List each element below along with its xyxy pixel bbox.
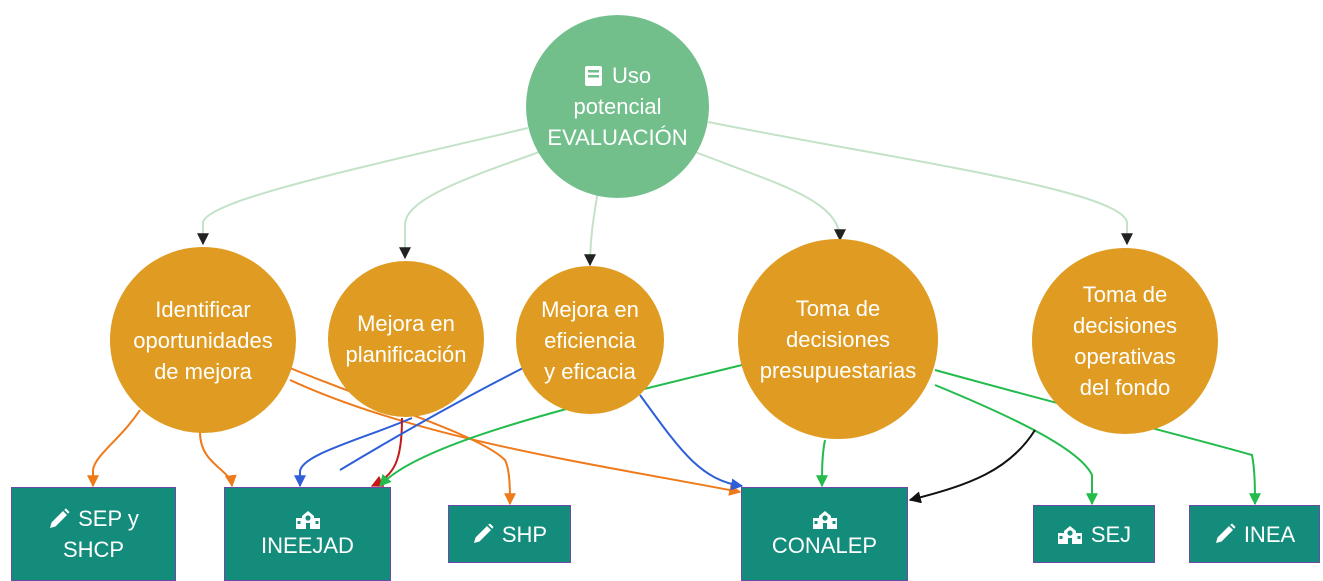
school-icon — [1057, 526, 1082, 544]
planificacion-line-1: Mejora en — [357, 311, 455, 336]
edge-planificacion-ineejad-blue — [294, 417, 413, 488]
node-identificar[interactable]: Identificar oportunidades de mejora — [110, 247, 296, 433]
edge-presupuestarias-conalep — [816, 439, 829, 488]
pencil-icon — [50, 508, 70, 528]
edge-root-operativas — [707, 121, 1133, 246]
shp-label: SHP — [501, 521, 548, 547]
actor-shp[interactable]: SHP — [448, 505, 571, 563]
edge-eficiencia-ineejad — [339, 366, 526, 471]
operativas-line-3: operativas — [1074, 344, 1176, 369]
edge-root-planificacion — [399, 149, 546, 260]
root-node[interactable]: Uso potencial EVALUACIÓN — [526, 15, 709, 198]
actor-sep-shcp[interactable]: SEP y SHCP — [11, 487, 176, 581]
inea-label: INEA — [1243, 521, 1296, 547]
root-line-2: potencial — [573, 94, 662, 119]
pencil-icon — [473, 523, 494, 543]
school-icon — [812, 510, 837, 529]
root-line-3: EVALUACIÓN — [547, 125, 688, 150]
root-line-1: Uso — [611, 63, 652, 88]
ineejad-label: INEEJAD — [261, 532, 354, 558]
identificar-line-1: Identificar — [155, 296, 251, 322]
edge-planificacion-ineejad-red — [370, 417, 403, 487]
sep-shcp-line-1: SEP y — [78, 506, 139, 531]
operativas-line-2: decisiones — [1073, 313, 1177, 338]
edge-presupuestarias-inea — [934, 369, 1261, 506]
presupuestarias-line-1: Toma de — [795, 295, 881, 321]
node-planificacion[interactable]: Mejora en planificación — [328, 261, 484, 417]
edge-identificar-conalep — [289, 379, 742, 496]
conalep-label: CONALEP — [771, 532, 878, 558]
edge-operativas-conalep — [908, 429, 1036, 504]
node-operativas[interactable]: Toma de decisiones operativas del fondo — [1032, 248, 1218, 434]
actor-sej[interactable]: SEJ — [1033, 505, 1155, 563]
planificacion-line-2: planificación — [345, 342, 467, 367]
edge-eficiencia-conalep — [639, 394, 744, 491]
pencil-icon — [1215, 523, 1236, 543]
root-title-row: Uso — [547, 60, 687, 91]
operativas-line-4: del fondo — [1079, 375, 1171, 400]
edge-presupuestarias-sej — [934, 384, 1098, 506]
actor-conalep[interactable]: CONALEP — [741, 487, 908, 581]
edge-root-eficiencia — [584, 189, 599, 267]
identificar-line-3: de mejora — [154, 358, 252, 384]
edge-identificar-ineejad — [199, 431, 237, 488]
actor-ineejad[interactable]: INEEJAD — [224, 487, 391, 581]
identificar-line-2: oportunidades — [133, 327, 273, 353]
eficiencia-line-2: eficiencia — [544, 327, 636, 353]
eficiencia-line-1: Mejora en — [541, 296, 639, 322]
sep-shcp-line-2: SHCP — [62, 537, 125, 562]
actor-inea[interactable]: INEA — [1189, 505, 1320, 563]
edge-identificar-sep — [87, 409, 141, 488]
edge-presupuestarias-ineejad — [379, 364, 743, 487]
node-eficiencia[interactable]: Mejora en eficiencia y eficacia — [516, 266, 664, 414]
edge-root-identificar — [197, 127, 529, 246]
book-icon — [584, 65, 602, 86]
presupuestarias-line-3: presupuestarias — [759, 357, 917, 383]
sej-label: SEJ — [1090, 521, 1132, 547]
eficiencia-line-3: y eficacia — [544, 358, 636, 384]
school-icon — [295, 510, 320, 529]
node-presupuestarias[interactable]: Toma de decisiones presupuestarias — [738, 239, 938, 439]
operativas-line-1: Toma de — [1082, 282, 1168, 307]
presupuestarias-line-2: decisiones — [786, 326, 890, 352]
edge-root-presupuestarias — [689, 149, 846, 242]
